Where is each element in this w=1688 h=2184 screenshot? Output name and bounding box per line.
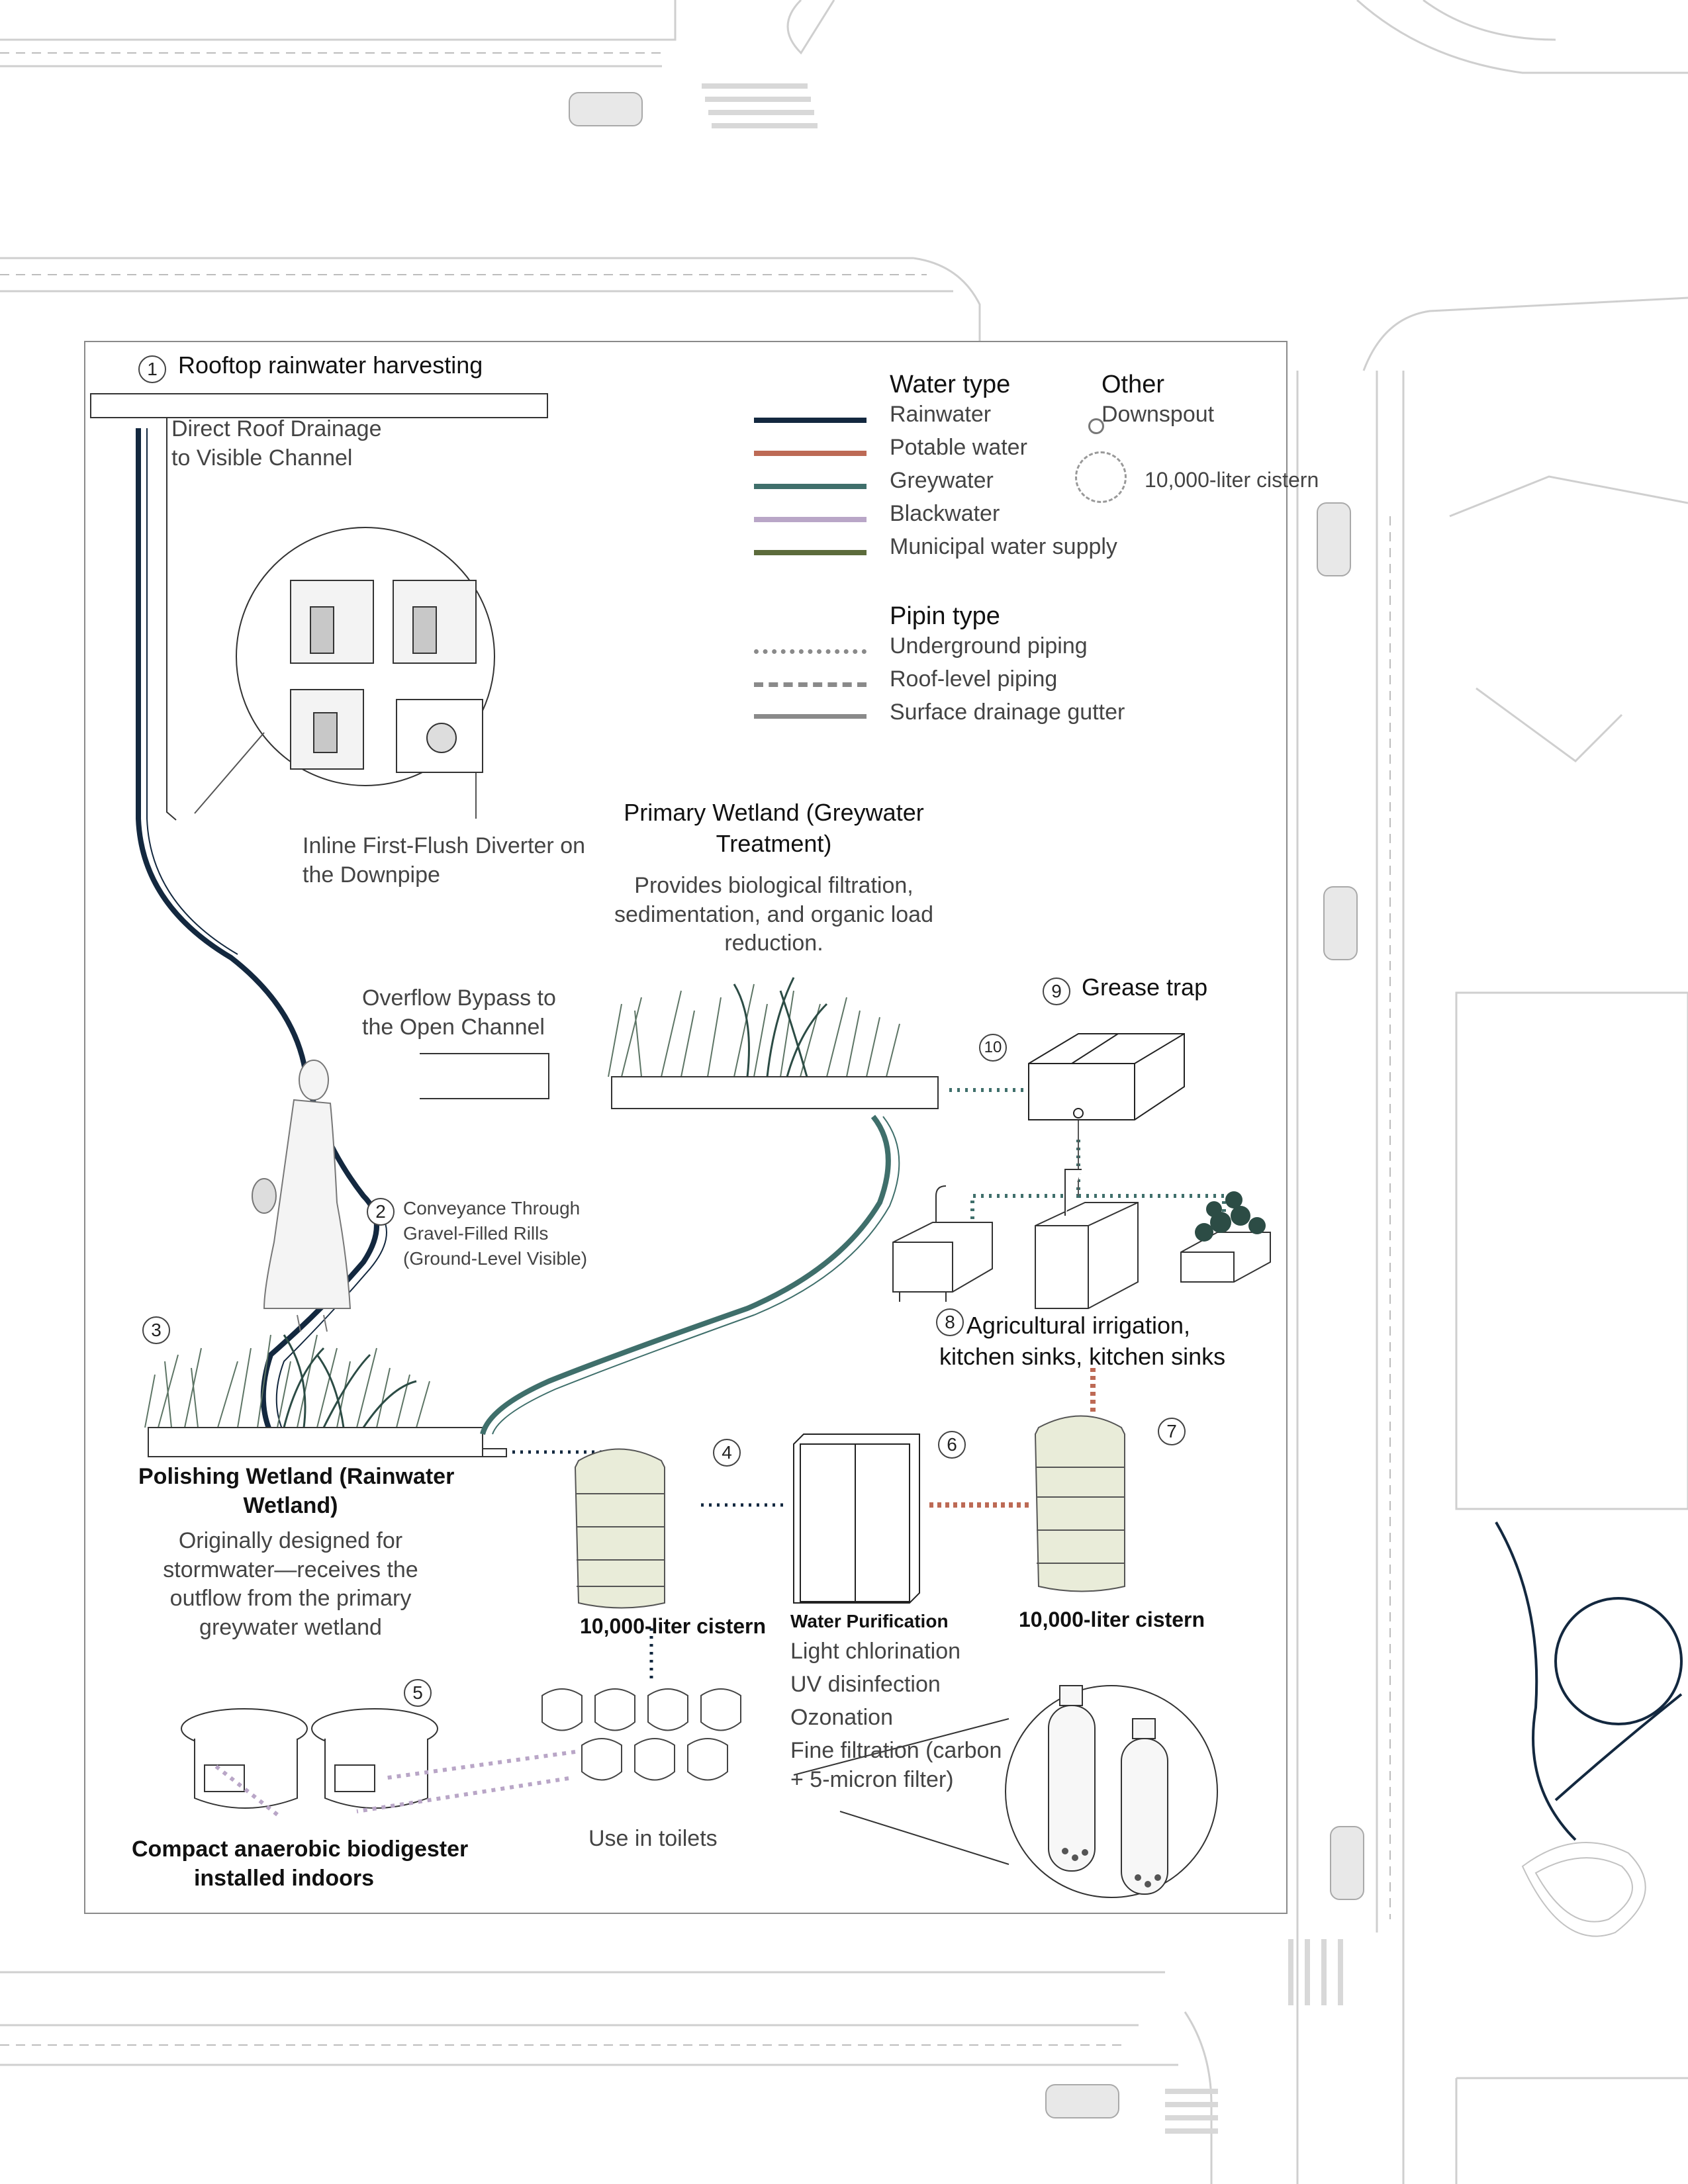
downpipe-grey: [166, 418, 177, 821]
greywater-line: [480, 1115, 891, 1435]
step-9-title: Grease trap: [1082, 974, 1208, 1001]
fixtures-sinks-planter: [892, 1169, 1271, 1309]
step-4-label: 10,000-liter cistern: [580, 1614, 767, 1638]
legend-item-greywater: Greywater: [890, 468, 994, 493]
overflow-channel: [420, 1053, 549, 1099]
pedestrian-figure: [252, 1060, 352, 1332]
cistern-7-shape: [1034, 1415, 1125, 1592]
purification-item-filtration: Fine filtration (carbon + 5-micron filte…: [790, 1738, 1002, 1792]
diagram-artwork: [90, 393, 1271, 1898]
overflow-bypass-label: Overflow Bypass to the Open Channel: [362, 985, 556, 1040]
legend-item-downspout: Downspout: [1102, 402, 1215, 427]
step-2-number: 2: [367, 1198, 395, 1226]
step-10-number: 10: [979, 1034, 1007, 1062]
cistern-4-shape: [574, 1448, 665, 1609]
step-1-number: 1: [138, 355, 166, 383]
step-7-label: 10,000-liter cistern: [1019, 1608, 1205, 1631]
legend-item-rainwater: Rainwater: [890, 402, 992, 427]
legend-item-potable: Potable water: [890, 435, 1027, 460]
legend: Water type Rainwater Potable water Greyw…: [668, 369, 1319, 739]
step-3-number: 3: [142, 1316, 170, 1344]
legend-swatch-underground: [754, 649, 867, 654]
legend-swatch-municipal: [754, 550, 867, 555]
purification-item-uv: UV disinfection: [790, 1672, 941, 1697]
cistern-icon: [1075, 451, 1127, 503]
legend-swatch-rainwater: [754, 418, 867, 423]
toilets-label: Use in toilets: [588, 1826, 718, 1851]
step-8-number: 8: [936, 1308, 964, 1336]
purification-item-chlorination: Light chlorination: [790, 1639, 961, 1664]
polishing-wetland-vegetation: [144, 1334, 430, 1428]
step-5-title: Compact anaerobic biodigester installed …: [132, 1837, 469, 1891]
legend-item-surface: Surface drainage gutter: [890, 700, 1125, 725]
legend-item-underground: Underground piping: [890, 633, 1088, 659]
step-2-text: Conveyance Through Gravel-Filled Rills (…: [403, 1198, 588, 1269]
step-6-number: 6: [938, 1431, 966, 1459]
step-1-title: Rooftop rainwater harvesting: [178, 351, 483, 379]
biodigesters: [181, 1708, 438, 1809]
legend-water-type-title: Water type: [890, 371, 1011, 398]
legend-piping-title: Pipin type: [890, 602, 1000, 630]
legend-swatch-surface: [754, 714, 867, 719]
legend-swatch-blackwater: [754, 517, 867, 522]
purification-item-ozonation: Ozonation: [790, 1705, 893, 1730]
legend-swatch-greywater: [754, 484, 867, 489]
first-flush-label: Inline First-Flush Diverter on the Downp…: [303, 833, 586, 887]
primary-wetland-desc: Provides biological filtration, sediment…: [614, 873, 933, 956]
primary-wetland-base: [611, 1076, 939, 1109]
purification-cabinet: [793, 1433, 920, 1604]
step-7-number: 7: [1158, 1418, 1186, 1445]
legend-item-municipal: Municipal water supply: [890, 534, 1117, 559]
legend-swatch-potable: [754, 451, 867, 456]
legend-other-title: Other: [1102, 371, 1165, 398]
primary-wetland-title: Primary Wetland (Greywater Treatment): [624, 799, 924, 857]
step-6-title: Water Purification: [790, 1611, 949, 1631]
filter-detail-circle: [1005, 1685, 1218, 1898]
step-3-desc: Originally designed for stormwater—recei…: [163, 1528, 418, 1640]
step-5-number: 5: [404, 1679, 432, 1707]
step-4-number: 4: [713, 1439, 741, 1467]
legend-swatch-roof-level: [754, 682, 867, 687]
grease-trap: [1028, 1033, 1185, 1120]
rainwater-line: [136, 428, 379, 1456]
primary-wetland-vegetation: [608, 983, 900, 1077]
diagram-panel: Water type Rainwater Potable water Greyw…: [84, 341, 1319, 1914]
legend-item-cistern: 10,000-liter cistern: [1145, 468, 1319, 492]
downspout-icon: [1088, 418, 1104, 434]
polishing-wetland-base: [148, 1427, 483, 1457]
step-8-title: Agricultural irrigation, kitchen sinks, …: [939, 1312, 1226, 1370]
roof-slab: [90, 393, 548, 418]
planter-greens: [1195, 1191, 1266, 1242]
roof-drainage-label: Direct Roof Drainage to Visible Channel: [171, 416, 382, 471]
step-9-number: 9: [1043, 978, 1070, 1005]
toilets: [541, 1688, 741, 1781]
step-3-title: Polishing Wetland (Rainwater Wetland): [138, 1464, 455, 1519]
legend-item-blackwater: Blackwater: [890, 501, 1000, 526]
legend-item-roof-level: Roof-level piping: [890, 666, 1058, 692]
